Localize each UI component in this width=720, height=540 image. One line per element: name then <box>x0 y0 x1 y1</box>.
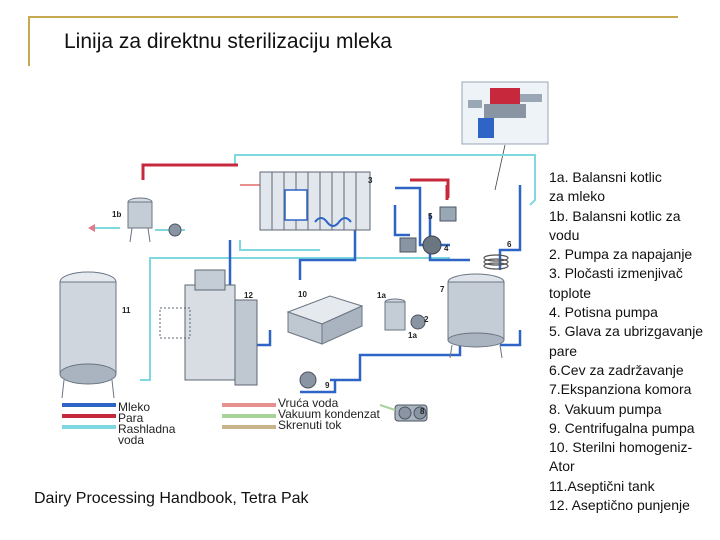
list-item: 1a. Balansni kotlic <box>549 169 662 185</box>
label-9: 9 <box>325 381 330 390</box>
list-item: 4. Potisna pumpa <box>549 304 658 321</box>
list-item: za mleko <box>549 188 606 205</box>
steam-injection-head <box>439 206 457 222</box>
frame-top-rule <box>28 16 678 18</box>
label-1a-upper: 1a <box>377 291 386 300</box>
frame-left-rule <box>28 16 30 66</box>
aseptic-tank <box>59 271 117 399</box>
list-item: 7.Ekspanziona komora <box>549 381 692 398</box>
legend-item: Vruća voda <box>278 396 339 410</box>
legend-left: Mleko Para Rashladna voda <box>118 400 176 447</box>
aseptic-filling-machine <box>159 269 258 386</box>
legend-item: Skrenuti tok <box>278 418 342 432</box>
pump-1b <box>168 223 182 237</box>
feed-pump <box>410 314 426 330</box>
balance-tank-milk <box>384 298 406 331</box>
centrifugal-pump <box>299 371 317 389</box>
vacuum-pump <box>379 404 428 422</box>
list-item: 8. Vakuum pumpa <box>549 400 662 417</box>
list-item: 11.Aseptični tank <box>549 477 655 494</box>
booster-pump <box>399 235 442 255</box>
legend-swatch-diverted-flow <box>222 425 276 429</box>
holding-tube <box>483 254 509 270</box>
list-item: 12. Aseptično punjenje <box>549 497 690 514</box>
legend-item: Vakuum kondenzat <box>278 407 380 421</box>
label-6: 6 <box>507 240 512 249</box>
legend-swatch-cooling-water <box>62 425 116 429</box>
sterile-homogenizer <box>286 295 364 345</box>
label-10: 10 <box>298 290 307 299</box>
label-12: 12 <box>244 291 253 300</box>
component-list: 1a. Balansni kotlic za mleko 1b. Balansn… <box>549 168 720 515</box>
water-inlet <box>88 224 120 232</box>
cooling-water-lines <box>140 154 536 381</box>
list-item: 6.Cev za zadržavanje <box>549 361 684 378</box>
label-1a-lower: 1a <box>408 331 417 340</box>
label-11: 11 <box>122 306 131 315</box>
legend-item: Para <box>118 411 144 425</box>
plate-heat-exchanger <box>259 171 371 231</box>
steam-lines <box>141 163 450 200</box>
label-4: 4 <box>444 244 449 253</box>
label-1b: 1b <box>112 210 121 219</box>
label-3: 3 <box>368 176 373 185</box>
legend-item: Rashladna <box>118 422 176 436</box>
label-7: 7 <box>440 285 445 294</box>
page-title: Linija za direktnu sterilizaciju mleka <box>64 30 392 53</box>
legend-swatch-hot-water <box>222 403 276 407</box>
list-item: 3. Pločasti izmenjivač <box>549 265 683 282</box>
list-item: toplote <box>549 284 592 301</box>
list-item: 2. Pumpa za napajanje <box>549 246 693 263</box>
label-2: 2 <box>424 315 429 324</box>
balance-tank-water <box>127 197 153 243</box>
list-item: 10. Sterilni homogeniz- <box>549 439 693 456</box>
source-credit: Dairy Processing Handbook, Tetra Pak <box>34 490 309 507</box>
legend-right: Vruća voda Vakuum kondenzat Skrenuti tok <box>278 396 380 432</box>
list-item: 5. Glava za ubrizgavanje <box>549 323 704 340</box>
steam-injection-head-detail <box>461 81 549 145</box>
label-5: 5 <box>428 212 433 221</box>
legend-item: voda <box>118 433 145 447</box>
legend-item: Mleko <box>118 400 151 414</box>
list-item: vodu <box>549 226 580 243</box>
legend-swatch-milk <box>62 403 116 407</box>
list-item: 9. Centrifugalna pumpa <box>549 419 695 436</box>
list-item: 1b. Balansni kotlic za <box>549 207 681 224</box>
label-8: 8 <box>420 407 425 416</box>
legend-swatches <box>62 403 276 429</box>
detail-leader-line <box>494 144 506 191</box>
list-item: pare <box>549 342 578 359</box>
legend-swatch-vacuum-condensate <box>222 414 276 418</box>
expansion-chamber <box>447 273 505 359</box>
legend-swatch-steam <box>62 414 116 418</box>
list-item: Ator <box>549 458 575 475</box>
